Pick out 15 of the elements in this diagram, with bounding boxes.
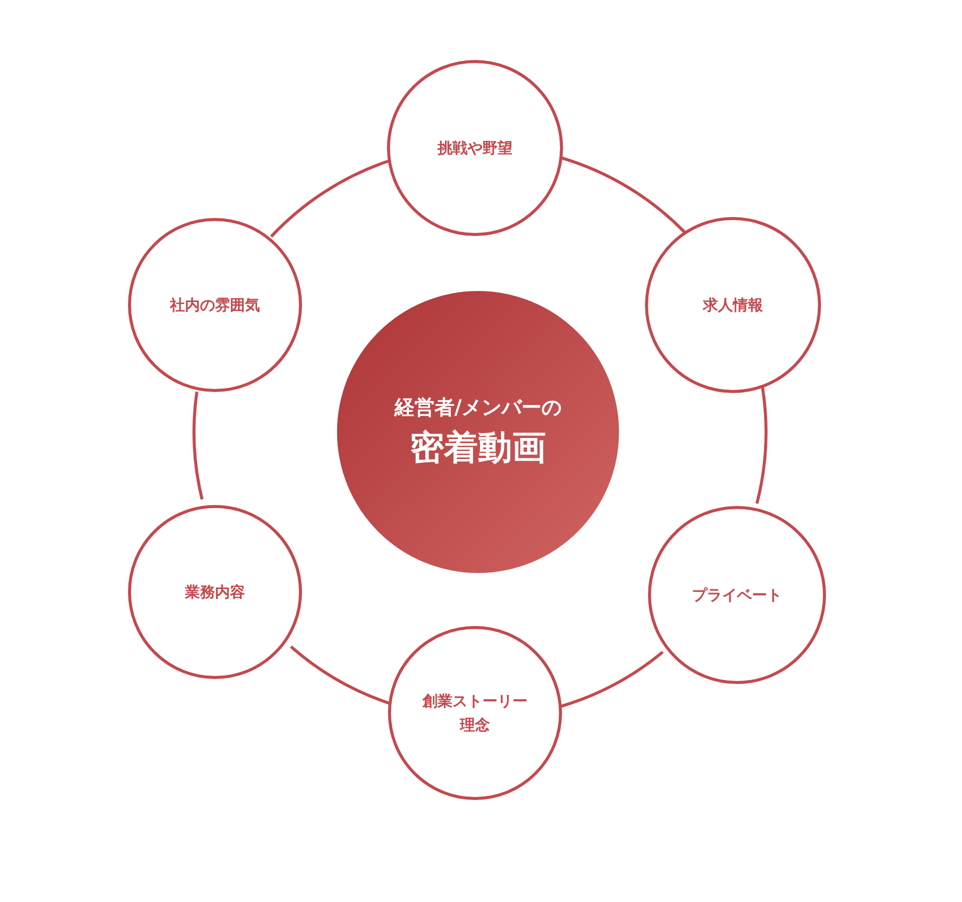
subtitle-text: 経営者/メンバーの <box>394 394 562 420</box>
ring-connector <box>290 645 390 705</box>
topic-label: 理念 <box>460 715 490 736</box>
topic-label: 創業ストーリー <box>422 691 528 712</box>
topic-label: 挑戦や野望 <box>438 138 512 159</box>
ring-connector <box>755 387 768 504</box>
ring-connector <box>562 156 686 234</box>
ring-connector <box>270 160 389 238</box>
topic-label: 社内の雰囲気 <box>170 295 260 316</box>
ring-connector <box>192 392 204 500</box>
topic-label: 業務内容 <box>185 582 245 603</box>
ring-connector <box>560 650 664 708</box>
topic-label: 求人情報 <box>703 295 763 316</box>
topic-label: プライベート <box>692 585 782 606</box>
title-text: 密着動画 <box>410 426 546 470</box>
